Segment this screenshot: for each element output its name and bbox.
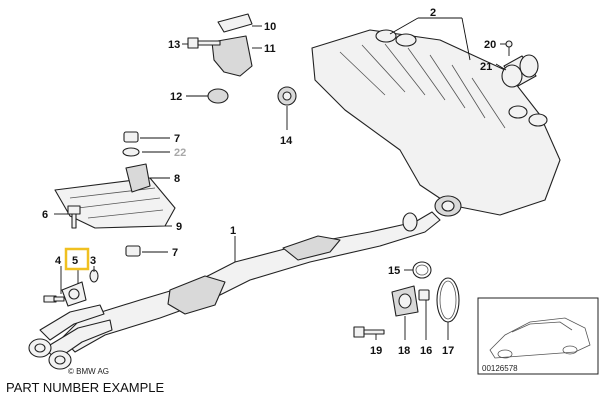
- part-label-21[interactable]: 21: [480, 61, 492, 73]
- screw-6[interactable]: [67, 205, 81, 229]
- part-label-6[interactable]: 6: [42, 209, 48, 221]
- bolt-19[interactable]: [353, 326, 385, 338]
- bolt-13[interactable]: [187, 37, 221, 49]
- highlight-box: [64, 247, 90, 271]
- rubber-mount-8[interactable]: [125, 163, 151, 193]
- part-label-22[interactable]: 22: [174, 147, 186, 159]
- car-thumbnail: [477, 297, 599, 375]
- part-label-11[interactable]: 11: [264, 43, 276, 55]
- hanger-bracket-10[interactable]: [217, 13, 253, 33]
- part-label-10[interactable]: 10: [264, 21, 276, 33]
- nut-7-lower[interactable]: [125, 245, 141, 257]
- part-label-4[interactable]: 4: [55, 255, 62, 267]
- nut-16[interactable]: [418, 289, 430, 301]
- part-label-3[interactable]: 3: [90, 255, 96, 267]
- part-label-18[interactable]: 18: [398, 345, 410, 357]
- screw-20[interactable]: [505, 40, 513, 56]
- part-label-19[interactable]: 19: [370, 345, 382, 357]
- gasket-ring-15[interactable]: [412, 261, 432, 279]
- caption-text: PART NUMBER EXAMPLE: [6, 380, 165, 395]
- part-label-14[interactable]: 14: [280, 135, 293, 147]
- front-pipe[interactable]: [28, 211, 441, 370]
- rear-silencer[interactable]: [311, 29, 561, 217]
- part-label-5[interactable]: 5: [72, 255, 78, 267]
- part-label-2[interactable]: 2: [430, 7, 436, 19]
- part-label-1[interactable]: 1: [230, 225, 236, 237]
- part-label-12[interactable]: 12: [170, 91, 182, 103]
- part-label-9[interactable]: 9: [176, 221, 182, 233]
- part-label-8[interactable]: 8: [174, 173, 180, 185]
- leader-lines: [54, 17, 507, 340]
- rubber-bushing-12[interactable]: [207, 88, 229, 104]
- screw-4[interactable]: [43, 295, 65, 303]
- part-label-7-upper[interactable]: 7: [174, 133, 180, 145]
- hanger-mount-11[interactable]: [211, 35, 253, 77]
- diagram-id: 00126578: [482, 364, 518, 373]
- part-label-17[interactable]: 17: [442, 345, 454, 357]
- clamp-18[interactable]: [391, 285, 419, 317]
- part-label-7-lower[interactable]: 7: [172, 247, 178, 259]
- tailpipe-trim[interactable]: [501, 54, 539, 88]
- gasket-ring-17[interactable]: [436, 277, 460, 323]
- part-label-13[interactable]: 13: [168, 39, 180, 51]
- part-label-20[interactable]: 20: [484, 39, 496, 51]
- rubber-bushing-14[interactable]: [277, 86, 297, 106]
- washer-22[interactable]: [122, 147, 140, 157]
- part-label-15[interactable]: 15: [388, 265, 400, 277]
- copyright-text: © BMW AG: [68, 367, 109, 376]
- part-label-16[interactable]: 16: [420, 345, 432, 357]
- nut-7-upper[interactable]: [123, 131, 139, 143]
- gasket-5[interactable]: [61, 281, 87, 307]
